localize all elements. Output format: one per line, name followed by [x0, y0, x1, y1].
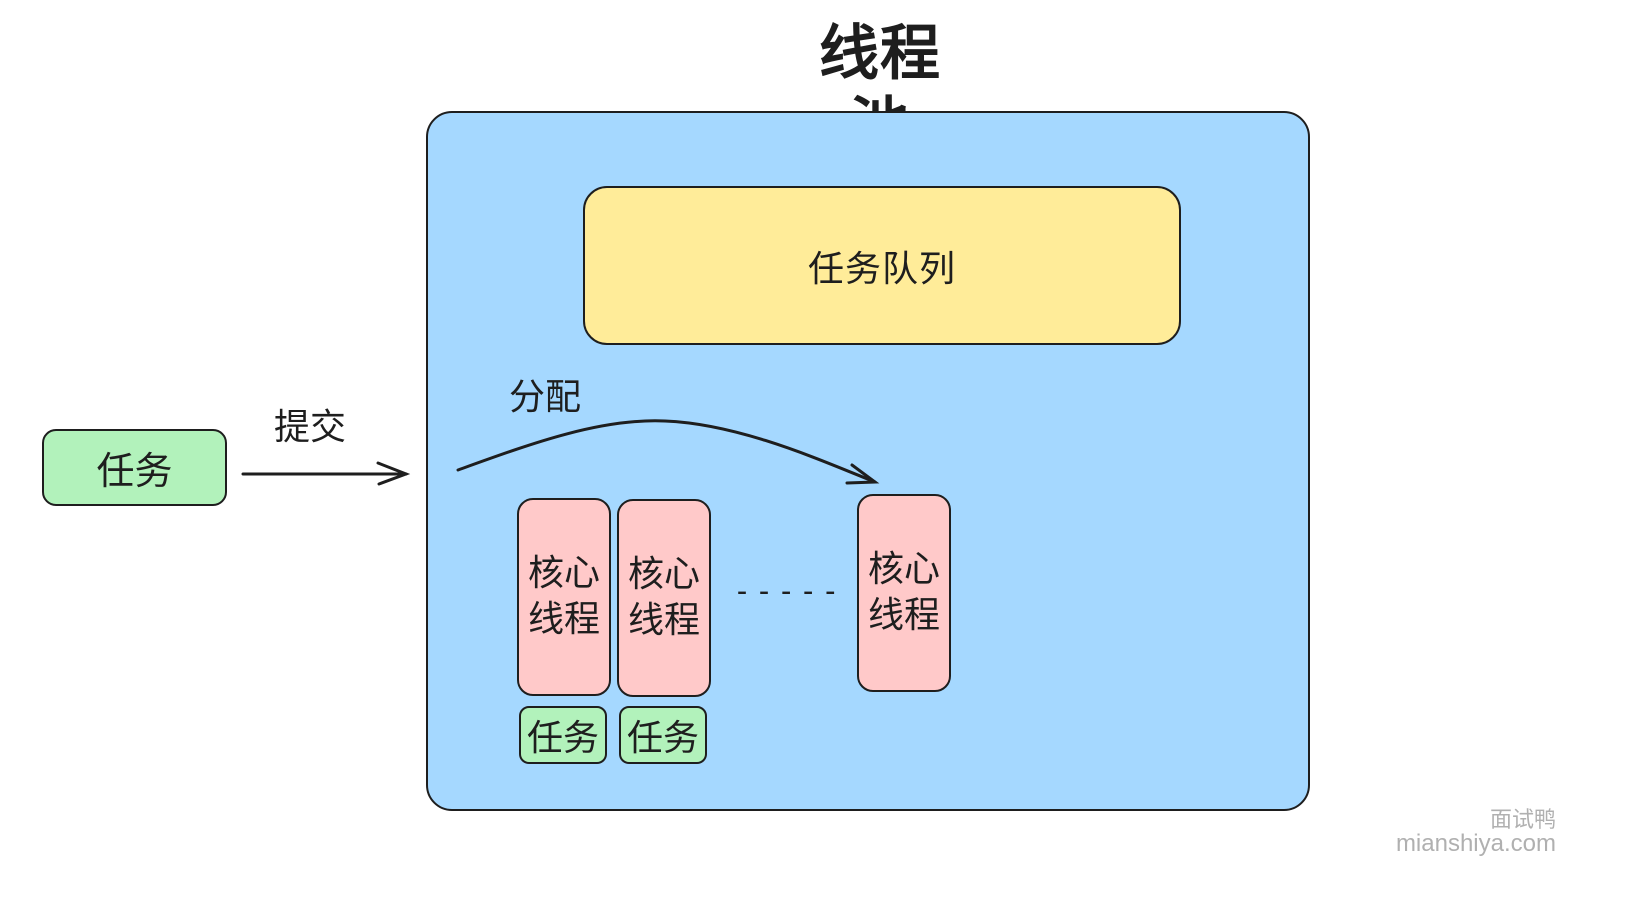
task-queue-label: 任务队列: [807, 248, 956, 290]
core-thread-1-line1: 核心: [527, 553, 600, 594]
core-thread-3-line1: 核心: [867, 549, 940, 590]
thread-ellipsis: -----: [733, 574, 844, 609]
thread-2-task-label: 任务: [626, 718, 699, 759]
submit-arrow: [241, 461, 411, 486]
dispatch-arrow: [456, 419, 880, 485]
incoming-task-box: 任务: [42, 429, 227, 506]
submit-label: 提交: [274, 407, 347, 448]
core-thread-2-line1: 核心: [627, 554, 700, 595]
watermark-site: mianshiya.com: [1395, 830, 1556, 857]
dispatch-label: 分配: [509, 377, 582, 418]
core-thread-2: 核心 线程: [617, 499, 711, 697]
watermark-name: 面试鸭: [1489, 807, 1556, 832]
thread-2-task-box: 任务: [619, 706, 707, 764]
thread-1-task-label: 任务: [526, 718, 599, 759]
core-thread-1-line2: 线程: [527, 599, 600, 640]
core-thread-3: 核心 线程: [857, 494, 951, 692]
core-thread-1: 核心 线程: [517, 498, 611, 696]
core-thread-3-line2: 线程: [867, 595, 940, 636]
core-thread-2-line2: 线程: [627, 600, 700, 641]
incoming-task-label: 任务: [96, 449, 173, 493]
thread-1-task-box: 任务: [519, 706, 607, 764]
task-queue-box: 任务队列: [583, 186, 1181, 345]
